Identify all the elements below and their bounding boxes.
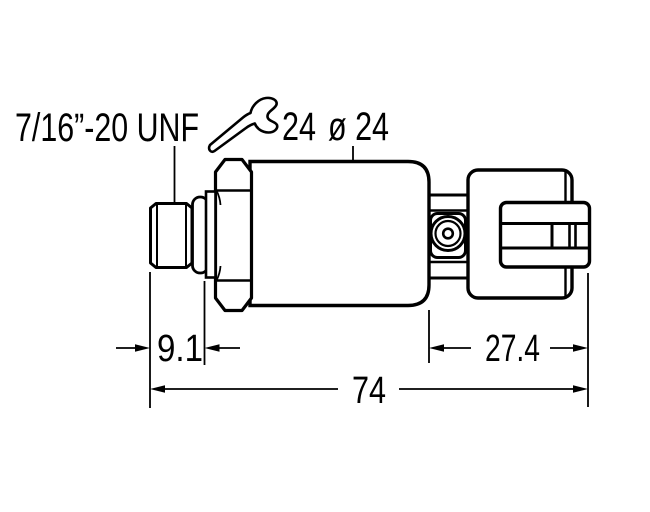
dimension-connector-length: 27.4	[429, 328, 588, 370]
wrench-icon	[207, 96, 279, 154]
dimension-connector-length-label: 27.4	[485, 328, 540, 370]
dimension-overall-length: 74	[150, 370, 588, 412]
connector-face-circle	[429, 215, 467, 252]
hex-nut	[213, 157, 254, 313]
dimension-port-length: 9.1	[116, 328, 240, 370]
extension-lines	[149, 272, 589, 408]
dimension-overall-length-label: 74	[352, 370, 386, 412]
mating-plug	[498, 200, 592, 269]
washer-plate	[204, 190, 217, 279]
dimension-port-length-label: 9.1	[157, 328, 203, 370]
pressure-port-stud	[149, 202, 194, 269]
thread-label: 7/16”-20 UNF	[15, 106, 199, 150]
wrench-size-label: 24	[282, 105, 316, 149]
sensor-body	[248, 159, 431, 308]
diameter-label: ø 24	[328, 105, 389, 149]
